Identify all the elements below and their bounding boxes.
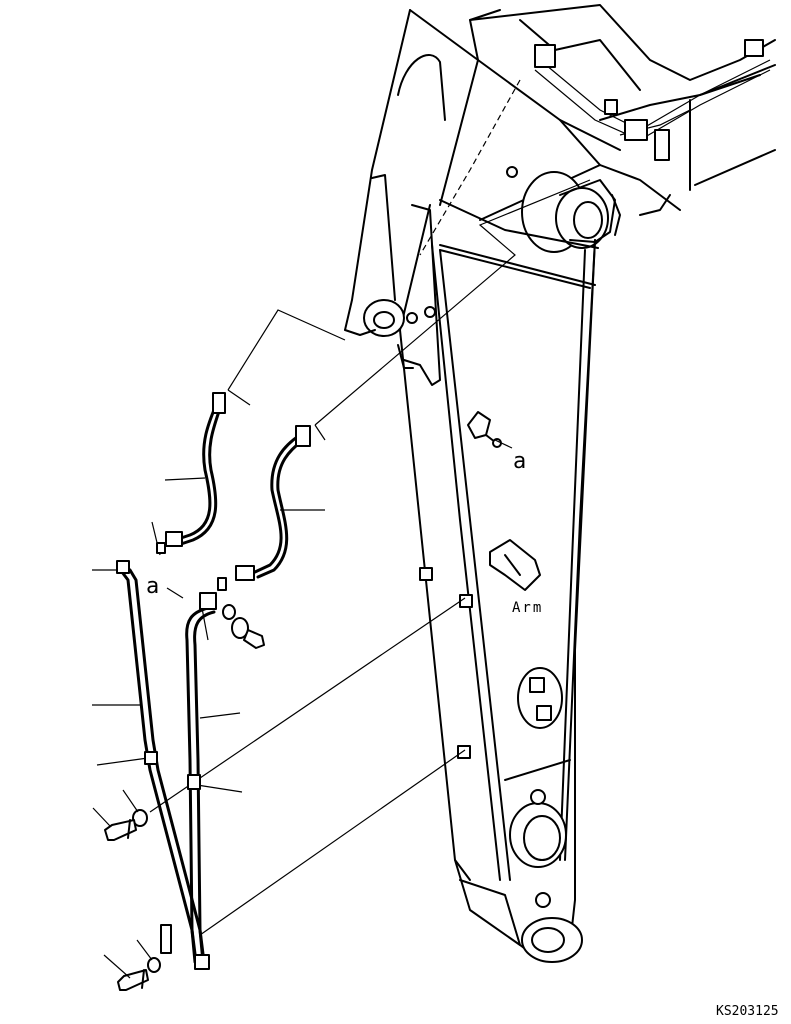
drawing-code: KS203125 <box>716 1004 779 1019</box>
arm-label: Arm <box>512 600 543 616</box>
callout-a-lower: a <box>146 574 159 599</box>
boom <box>344 4 776 331</box>
arm-body <box>399 199 599 963</box>
tubes <box>120 568 216 964</box>
hardware <box>92 542 265 991</box>
boom-arm-joint <box>344 174 441 386</box>
hoses <box>165 392 311 581</box>
callout-a-upper: a <box>513 449 526 474</box>
leader-lines <box>92 179 591 936</box>
